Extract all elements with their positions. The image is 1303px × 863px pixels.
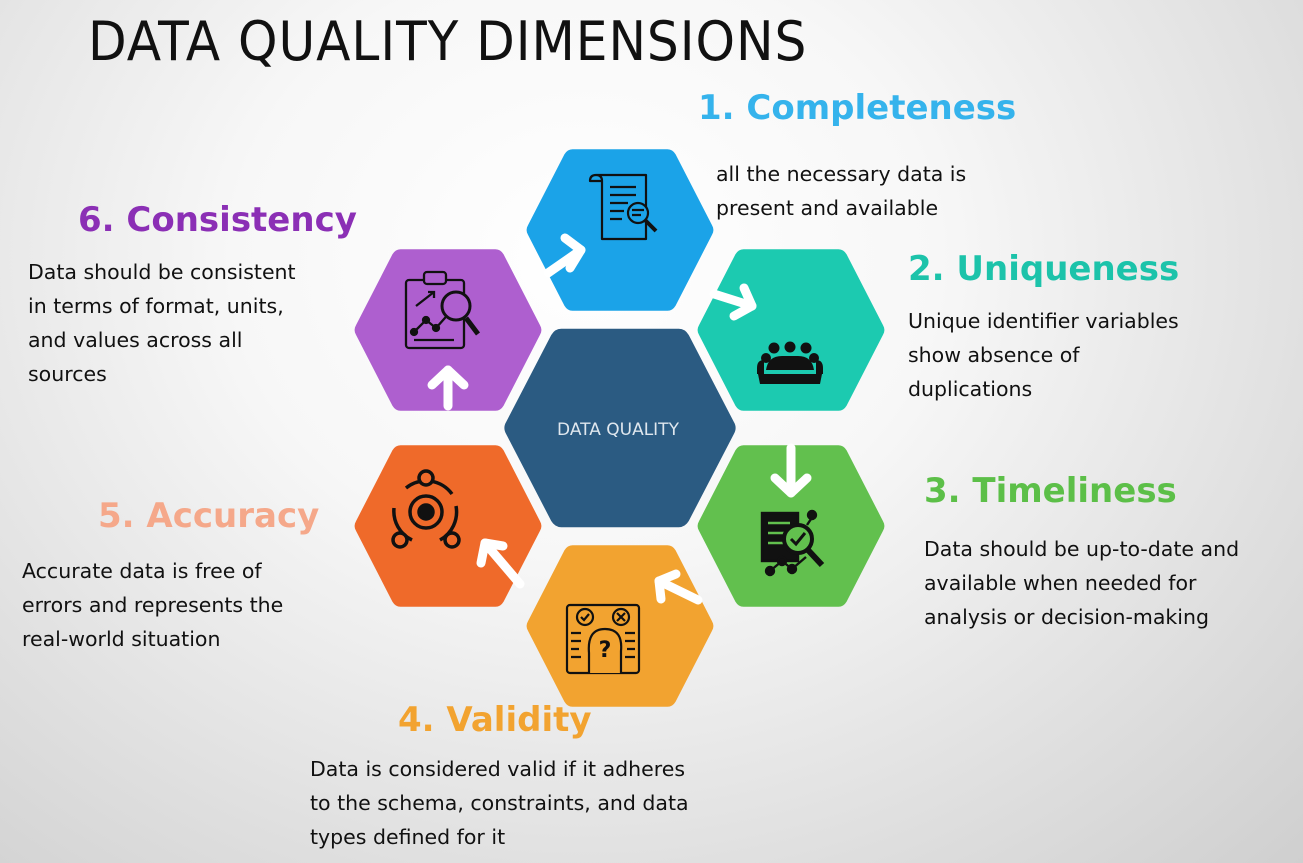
desc-line: types defined for it [310, 825, 506, 849]
heading-timeliness: 3. Timeliness [924, 471, 1177, 511]
desc-line: Accurate data is free of [22, 559, 262, 583]
desc-line: Data should be consistent [28, 260, 296, 284]
desc-line: errors and represents the [22, 593, 284, 617]
svg-text:?: ? [599, 638, 612, 663]
document-search-icon [588, 173, 658, 241]
heading-uniqueness: 2. Uniqueness [908, 249, 1180, 289]
desc-accuracy: Accurate data is free of errors and repr… [22, 554, 283, 656]
desc-line: real-world situation [22, 627, 221, 651]
desc-line: available when needed for [924, 571, 1197, 595]
desc-line: sources [28, 362, 107, 386]
desc-line: to the schema, constraints, and data [310, 791, 689, 815]
arrow-consistency-to-completeness [543, 233, 586, 278]
group-meeting-icon [757, 341, 823, 384]
desc-line: duplications [908, 377, 1033, 401]
arrow-timeliness-to-validity [654, 569, 703, 605]
page-title: DATA QUALITY DIMENSIONS [88, 10, 808, 73]
heading-accuracy: 5. Accuracy [98, 496, 320, 536]
target-icon [391, 469, 461, 549]
hex-uniqueness [697, 249, 885, 411]
desc-line: show absence of [908, 343, 1080, 367]
arrow-completeness-to-uniqueness [709, 283, 757, 321]
desc-uniqueness: Unique identifier variables show absence… [908, 304, 1179, 406]
desc-line: Data should be up-to-date and [924, 537, 1240, 561]
clipboard-chart-icon [404, 270, 480, 350]
heading-validity: 4. Validity [398, 700, 592, 740]
hex-completeness [526, 149, 714, 311]
desc-completeness: all the necessary data is present and av… [716, 157, 966, 225]
desc-timeliness: Data should be up-to-date and available … [924, 532, 1239, 634]
desc-line: all the necessary data is [716, 162, 967, 186]
desc-line: Data is considered valid if it adheres [310, 757, 686, 781]
arrow-validity-to-accuracy [476, 538, 525, 589]
desc-validity: Data is considered valid if it adheres t… [310, 752, 689, 854]
desc-line: in terms of format, units, [28, 294, 284, 318]
desc-line: and values across all [28, 328, 243, 352]
desc-line: present and available [716, 196, 939, 220]
arrow-accuracy-to-consistency [427, 365, 469, 411]
report-analysis-icon [760, 509, 825, 577]
arrow-uniqueness-to-timeliness [770, 443, 812, 498]
validation-checklist-icon: ? [565, 603, 641, 675]
desc-line: analysis or decision-making [924, 605, 1210, 629]
center-label: DATA QUALITY [557, 420, 680, 440]
heading-consistency: 6. Consistency [78, 200, 357, 240]
desc-line: Unique identifier variables [908, 309, 1179, 333]
heading-completeness: 1. Completeness [698, 88, 1017, 128]
desc-consistency: Data should be consistent in terms of fo… [28, 255, 296, 391]
